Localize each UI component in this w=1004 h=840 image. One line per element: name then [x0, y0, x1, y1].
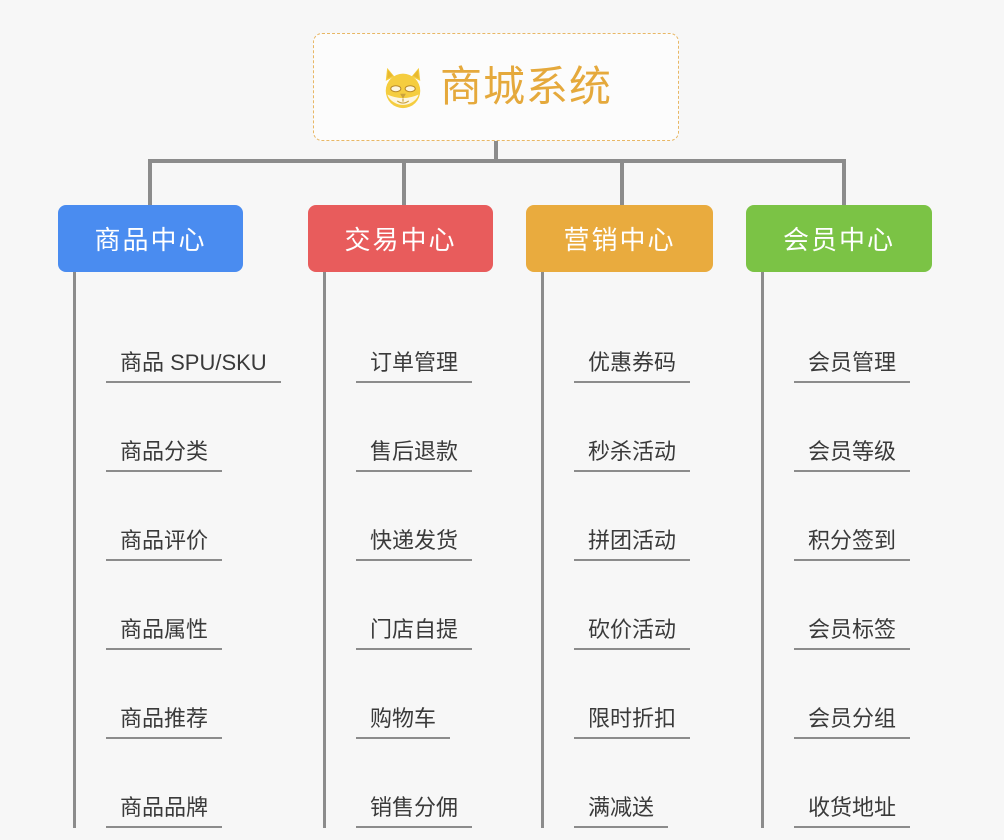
leaf-label: 销售分佣: [356, 796, 473, 828]
list-item[interactable]: 会员管理: [764, 294, 932, 383]
connector-drop-branch-2: [402, 159, 406, 207]
leaf-label: 商品评价: [106, 529, 223, 561]
branch-header-2[interactable]: 交易中心: [308, 205, 493, 272]
list-item[interactable]: 会员标签: [764, 561, 932, 650]
list-item[interactable]: 商品评价: [76, 472, 281, 561]
leaf-label: 售后退款: [356, 440, 473, 472]
list-item[interactable]: 快递发货: [326, 472, 493, 561]
branch-header-3[interactable]: 营销中心: [526, 205, 713, 272]
leaf-label: 快递发货: [356, 529, 473, 561]
list-item[interactable]: 秒杀活动: [544, 383, 713, 472]
list-item[interactable]: 商品属性: [76, 561, 281, 650]
list-item[interactable]: 门店自提: [326, 561, 493, 650]
list-item[interactable]: 会员分组: [764, 650, 932, 739]
leaf-label: 限时折扣: [574, 707, 691, 739]
leaf-label: 满减送: [574, 796, 669, 828]
leaf-label: 商品属性: [106, 618, 223, 650]
leaf-label: 会员分组: [794, 707, 911, 739]
root-title: 商城系统: [439, 63, 612, 110]
branch-marketing-center: 营销中心 优惠券码 秒杀活动 拼团活动 砍价活动 限时折扣 满减送: [526, 205, 713, 828]
list-item[interactable]: 售后退款: [326, 383, 493, 472]
leaf-label: 收货地址: [794, 796, 911, 828]
connector-drop-branch-1: [148, 159, 152, 207]
list-item[interactable]: 会员等级: [764, 383, 932, 472]
leaf-label: 购物车: [356, 707, 451, 739]
branch-trade-center: 交易中心 订单管理 售后退款 快递发货 门店自提 购物车 销售分佣: [308, 205, 493, 828]
list-item[interactable]: 购物车: [326, 650, 493, 739]
list-item[interactable]: 订单管理: [326, 294, 493, 383]
root-node[interactable]: 商城系统: [313, 33, 679, 141]
connector-drop-branch-4: [842, 159, 846, 207]
branch-header-1[interactable]: 商品中心: [58, 205, 243, 272]
leaf-list-1: 商品 SPU/SKU 商品分类 商品评价 商品属性 商品推荐 商品品牌: [73, 272, 281, 828]
list-item[interactable]: 积分签到: [764, 472, 932, 561]
leaf-label: 商品 SPU/SKU: [106, 351, 281, 383]
connector-root-stem: [494, 141, 498, 163]
leaf-label: 砍价活动: [574, 618, 691, 650]
list-item[interactable]: 商品 SPU/SKU: [76, 294, 281, 383]
list-item[interactable]: 收货地址: [764, 739, 932, 828]
leaf-label: 积分签到: [794, 529, 911, 561]
branch-member-center: 会员中心 会员管理 会员等级 积分签到 会员标签 会员分组 收货地址: [746, 205, 932, 828]
list-item[interactable]: 销售分佣: [326, 739, 493, 828]
leaf-label: 商品品牌: [106, 796, 223, 828]
branch-product-center: 商品中心 商品 SPU/SKU 商品分类 商品评价 商品属性 商品推荐 商品品牌: [58, 205, 281, 828]
list-item[interactable]: 拼团活动: [544, 472, 713, 561]
connector-horizontal-bus: [148, 159, 846, 163]
list-item[interactable]: 商品分类: [76, 383, 281, 472]
list-item[interactable]: 满减送: [544, 739, 713, 828]
leaf-label: 秒杀活动: [574, 440, 691, 472]
shiba-dog-emoji: [385, 67, 421, 110]
leaf-label: 会员标签: [794, 618, 911, 650]
leaf-label: 拼团活动: [574, 529, 691, 561]
leaf-label: 优惠券码: [574, 351, 691, 383]
leaf-label: 订单管理: [356, 351, 473, 383]
leaf-label: 会员管理: [794, 351, 911, 383]
branch-header-4[interactable]: 会员中心: [746, 205, 932, 272]
leaf-list-3: 优惠券码 秒杀活动 拼团活动 砍价活动 限时折扣 满减送: [541, 272, 713, 828]
leaf-label: 商品推荐: [106, 707, 223, 739]
leaf-list-2: 订单管理 售后退款 快递发货 门店自提 购物车 销售分佣: [323, 272, 493, 828]
list-item[interactable]: 限时折扣: [544, 650, 713, 739]
connector-drop-branch-3: [620, 159, 624, 207]
list-item[interactable]: 优惠券码: [544, 294, 713, 383]
list-item[interactable]: 商品品牌: [76, 739, 281, 828]
leaf-list-4: 会员管理 会员等级 积分签到 会员标签 会员分组 收货地址: [761, 272, 932, 828]
leaf-label: 会员等级: [794, 440, 911, 472]
leaf-label: 商品分类: [106, 440, 223, 472]
list-item[interactable]: 商品推荐: [76, 650, 281, 739]
leaf-label: 门店自提: [356, 618, 473, 650]
list-item[interactable]: 砍价活动: [544, 561, 713, 650]
